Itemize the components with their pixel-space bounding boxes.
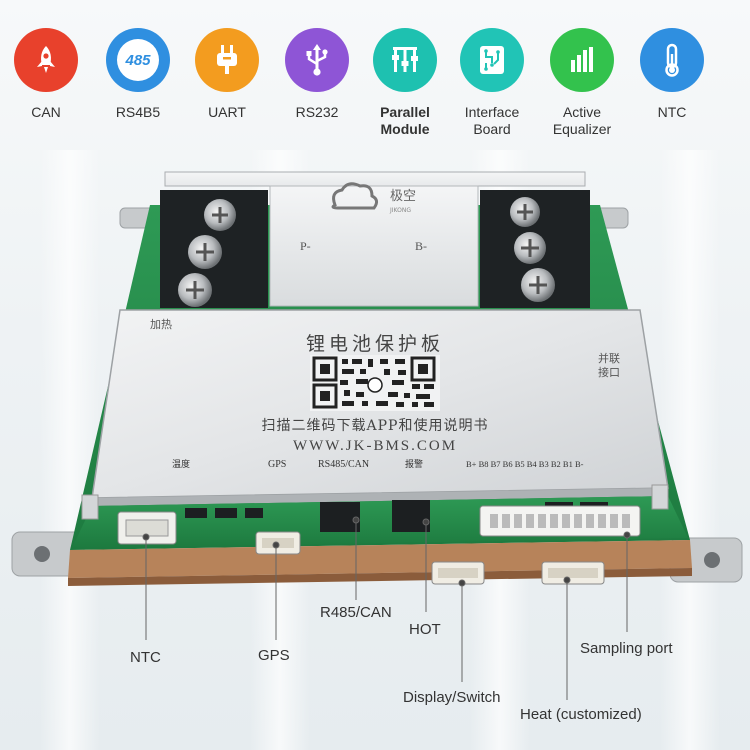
parallel-module-icon <box>373 28 437 92</box>
sampling-connector <box>479 505 641 537</box>
thermometer-icon <box>640 28 704 92</box>
feature-label: Parallel Module <box>380 104 430 137</box>
feature-label: UART <box>208 104 246 120</box>
feature-rs485: 485 RS4B5 <box>98 28 178 121</box>
callout-hot: HOT <box>409 621 441 638</box>
parallel-cn-2: 接口 <box>598 366 620 379</box>
usb-icon <box>285 28 349 92</box>
feature-uart: UART <box>187 28 267 121</box>
plug-icon <box>195 28 259 92</box>
callout-gps: GPS <box>258 647 290 664</box>
feature-interface-board: Interface Board <box>452 28 532 138</box>
board-title-cn: 锂电池保护板 <box>306 333 444 355</box>
feature-label: NTC <box>657 104 687 120</box>
qr-code <box>310 355 440 411</box>
brand-cn: 极空 <box>390 189 416 204</box>
terminal-p-label: P- <box>300 239 311 253</box>
485-badge-icon: 485 <box>106 28 170 92</box>
callout-ntc: NTC <box>130 649 161 666</box>
port-temp-label: 温度 <box>172 458 190 470</box>
callout-display-switch: Display/Switch <box>403 689 501 706</box>
feature-icon-row: CAN 485 RS4B5 UART <box>6 28 746 148</box>
feature-label: RS232 <box>295 104 339 120</box>
rocket-icon <box>14 28 78 92</box>
feature-parallel-module: Parallel Module <box>365 28 445 138</box>
callout-r485-can: R485/CAN <box>320 604 392 621</box>
port-alarm-label: 报警 <box>405 458 423 470</box>
terminal-b-label: B- <box>415 239 427 253</box>
heat-cn-label: 加热 <box>150 318 172 331</box>
port-cells-label: B+ B8 B7 B6 B5 B4 B3 B2 B1 B- <box>466 459 584 469</box>
feature-can: CAN <box>6 28 86 121</box>
callout-heat: Heat (customized) <box>520 706 642 723</box>
port-rs485-label: RS485/CAN <box>318 459 369 470</box>
scan-instruction-cn: 扫描二维码下载APP和使用说明书 <box>262 417 489 434</box>
bms-board-illustration: 极空 JIKONG P- B- 加热 锂电池保护板 并联 接口 扫描二维码下载A… <box>11 171 743 586</box>
bar-levels-icon <box>550 28 614 92</box>
badge-text: 485 <box>125 51 151 69</box>
feature-ntc: NTC <box>632 28 712 121</box>
feature-label: Active Equalizer <box>552 104 612 137</box>
website-url: WWW.JK-BMS.COM <box>293 438 457 454</box>
feature-label: Interface Board <box>464 104 520 137</box>
terminal-screws-left <box>178 199 236 307</box>
feature-active-equalizer: Active Equalizer <box>542 28 622 138</box>
port-gps-label: GPS <box>268 459 286 470</box>
brand-logo: 极空 JIKONG <box>331 182 416 214</box>
feature-label: RS4B5 <box>115 104 161 120</box>
feature-label: CAN <box>31 104 61 120</box>
terminal-screws-right <box>510 197 555 302</box>
feature-rs232: RS232 <box>277 28 357 121</box>
circuit-board-icon <box>460 28 524 92</box>
parallel-cn-1: 并联 <box>598 351 620 365</box>
brand-en: JIKONG <box>389 207 411 214</box>
callout-sampling-port: Sampling port <box>580 640 673 657</box>
